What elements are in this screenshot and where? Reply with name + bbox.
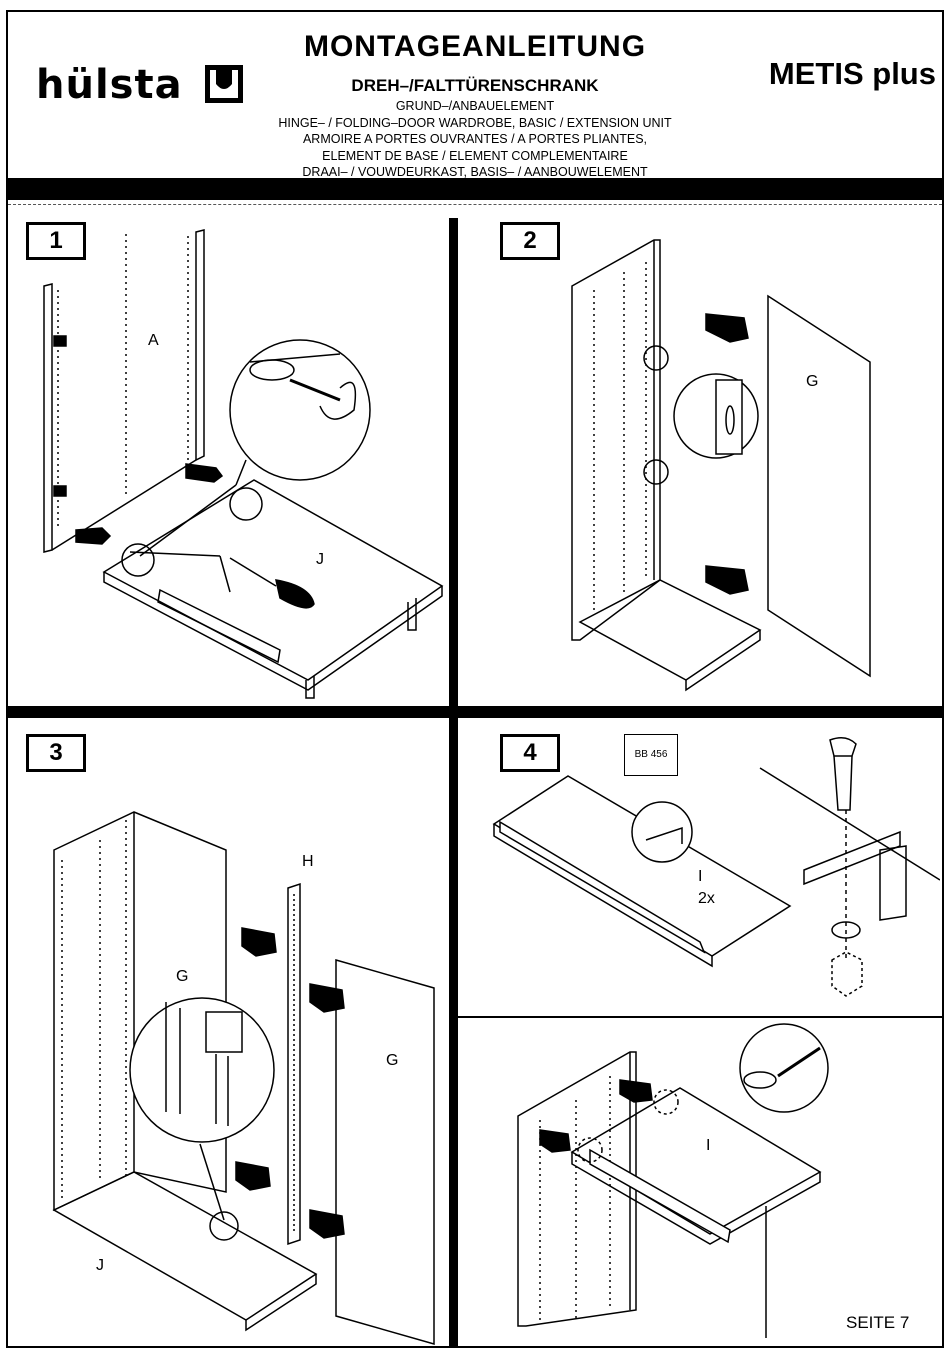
part-label-g: G	[176, 968, 189, 985]
document-subtitle: DREH–/FALTTÜRENSCHRANK	[351, 76, 599, 95]
description-line: ARMOIRE A PORTES OUVRANTES / A PORTES PL…	[302, 132, 648, 146]
quantity-label: 2x	[698, 890, 715, 907]
part-label-g: G	[386, 1052, 399, 1069]
part-label-i: I	[706, 1137, 711, 1154]
part-label-a: A	[148, 332, 159, 349]
description-line: DRAAI– / VOUWDEURKAST, BASIS– / AANBOUWE…	[302, 165, 648, 179]
vertical-divider	[449, 218, 458, 1348]
description-line: HINGE– / FOLDING–DOOR WARDROBE, BASIC / …	[278, 115, 672, 130]
step1-illustration	[43, 229, 444, 699]
hardware-bag: BB 456	[624, 734, 678, 776]
description-line: GRUND–/ANBAUELEMENT	[395, 99, 555, 113]
dashed-divider	[8, 204, 942, 205]
document-title: MONTAGEANLEITUNG	[303, 30, 647, 63]
part-label-h: H	[302, 853, 314, 870]
product-name: METIS plus	[768, 56, 936, 91]
step4-divider	[458, 1016, 942, 1018]
step-number-2: 2	[500, 222, 560, 260]
step-number-1: 1	[26, 222, 86, 260]
step-number-4: 4	[500, 734, 560, 772]
part-label-j: J	[96, 1257, 104, 1274]
header: hülsta MONTAGEANLEITUNG DREH–/FALTTÜRENS…	[8, 12, 942, 181]
horizontal-divider	[8, 706, 942, 718]
part-label-g: G	[806, 373, 819, 390]
page-frame	[6, 10, 944, 1348]
step3-illustration	[52, 811, 435, 1345]
description-line: ELEMENT DE BASE / ELEMENT COMPLEMENTAIRE	[322, 148, 628, 163]
step2-illustration	[571, 239, 871, 692]
part-label-j: J	[316, 551, 324, 568]
brand-logo: hülsta	[36, 62, 183, 108]
step4b-illustration	[517, 1023, 829, 1338]
header-band	[8, 178, 942, 200]
description: GRUND–/ANBAUELEMENT HINGE– / FOLDING–DOO…	[8, 98, 942, 181]
step4a-illustration	[492, 737, 940, 997]
brand-mark-icon	[205, 65, 243, 103]
page-number: SEITE 7	[846, 1313, 910, 1332]
part-label-i: I	[698, 868, 703, 885]
step-number-3: 3	[26, 734, 86, 772]
